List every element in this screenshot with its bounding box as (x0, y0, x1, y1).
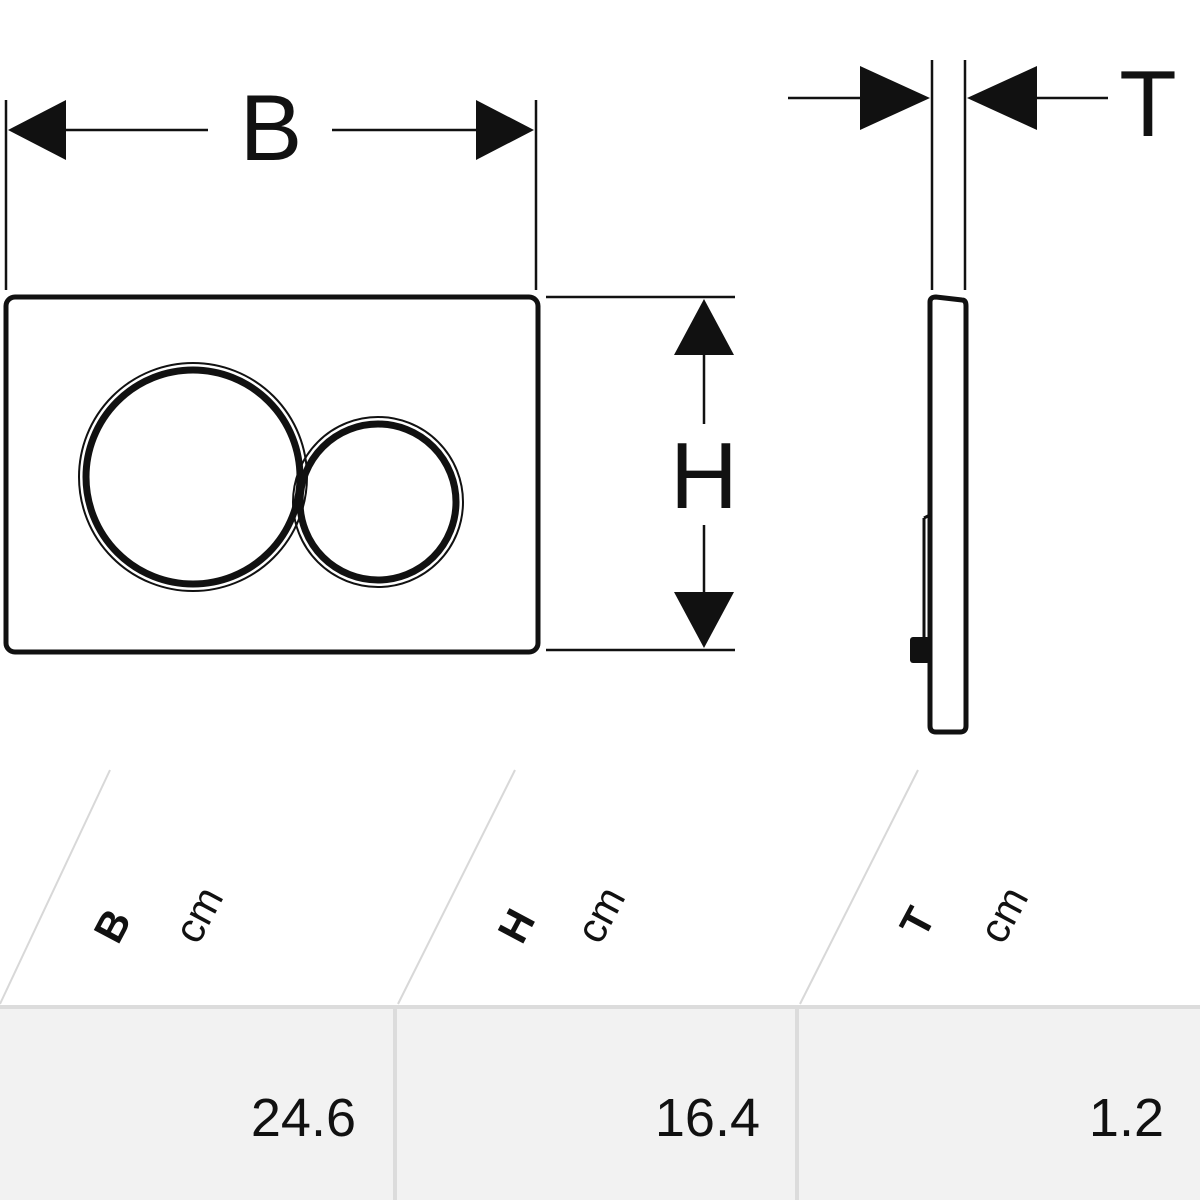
thickness-label: T (1119, 51, 1176, 156)
header-b-unit: cm (164, 879, 232, 951)
arrow-right-icon (476, 100, 534, 160)
arrow-up-icon (674, 299, 734, 355)
value-h: 16.4 (655, 1088, 760, 1148)
header-t-symbol: T (890, 899, 944, 944)
arrow-left-icon (8, 100, 66, 160)
large-button (82, 366, 304, 588)
value-t: 1.2 (1089, 1088, 1164, 1148)
arrow-down-icon (674, 592, 734, 648)
value-b: 24.6 (251, 1088, 356, 1148)
value-row-bg (0, 1008, 1200, 1200)
dimension-table: B cm H cm T cm 24.6 16.4 1.2 (0, 769, 1200, 1200)
side-clip (910, 637, 930, 663)
front-view (3, 294, 541, 655)
small-button-outer-ring (292, 416, 464, 588)
flush-plate-outline (3, 294, 541, 655)
arrow-left-icon (967, 66, 1037, 130)
small-button (296, 420, 460, 584)
width-dimension: B (4, 75, 538, 290)
width-label: B (240, 75, 303, 180)
side-profile (927, 294, 969, 735)
large-button-outer-ring (78, 362, 308, 592)
header-h-unit: cm (566, 879, 634, 951)
side-view: T (788, 51, 1177, 735)
arrow-right-icon (860, 66, 930, 130)
header-b-symbol: B (84, 901, 140, 950)
height-label: H (670, 423, 738, 528)
header-h-symbol: H (488, 901, 544, 950)
header-t-unit: cm (969, 879, 1037, 951)
height-dimension: H (546, 295, 738, 652)
